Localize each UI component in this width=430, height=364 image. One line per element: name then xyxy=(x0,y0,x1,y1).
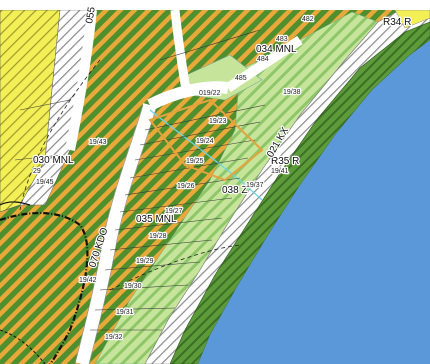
parcel-label-19-45[interactable]: 19/45 xyxy=(35,178,55,187)
parcel-label-19-26[interactable]: 19/26 xyxy=(176,182,196,191)
parcel-label-19-27[interactable]: 19/27 xyxy=(164,207,184,216)
map-top-margin xyxy=(0,0,430,10)
parcel-label-19-43[interactable]: 19/43 xyxy=(88,138,108,147)
parcel-label-19-42[interactable]: 19/42 xyxy=(78,276,98,285)
parcel-outline-highlight xyxy=(148,98,264,182)
road-label-055[interactable]: 055 xyxy=(83,5,99,26)
parcel-label-29[interactable]: 29 xyxy=(32,167,42,176)
zone-boundary-dashed-south xyxy=(109,244,241,291)
zone-boundary-dashed-west xyxy=(19,59,101,211)
parcel-label-19-37[interactable]: 19/37 xyxy=(245,181,265,190)
parcel-label-19-32[interactable]: 19/32 xyxy=(104,333,124,342)
boundary-west-stub xyxy=(0,201,31,206)
zone-label-038[interactable]: 038 Z xyxy=(221,184,249,197)
road-north xyxy=(170,9,191,91)
parcel-label-485[interactable]: 485 xyxy=(234,74,248,83)
water-pipeline-line xyxy=(149,109,263,201)
lake-water xyxy=(198,40,430,364)
parcel-label-483[interactable]: 483 xyxy=(275,35,289,44)
parcel-label-19-29[interactable]: 19/29 xyxy=(135,257,155,266)
zone-label-034[interactable]: 034 MNL xyxy=(255,43,298,56)
road-070-edge-west xyxy=(74,104,144,364)
parcel-label-19-23[interactable]: 19/23 xyxy=(208,117,228,126)
road-branch-north xyxy=(147,81,229,111)
parcel-label-19-31[interactable]: 19/31 xyxy=(115,308,135,317)
parcel-label-19-28[interactable]: 19/28 xyxy=(148,232,168,241)
forest-southwest xyxy=(0,205,70,364)
parcel-label-19-41[interactable]: 19/41 xyxy=(270,167,290,176)
zone-label-035[interactable]: 035 MNL xyxy=(135,213,178,226)
parcel-label-19-38[interactable]: 19/38 xyxy=(282,88,302,97)
cadastral-boundary xyxy=(0,212,89,364)
road-070-edge-east xyxy=(88,104,158,364)
boundary-southwest xyxy=(0,329,46,364)
road-070-kdo xyxy=(75,103,157,364)
zone-label-r35[interactable]: R35 R xyxy=(270,155,301,168)
parcel-label-484[interactable]: 484 xyxy=(256,55,270,64)
parcel-boundaries xyxy=(14,29,266,331)
zone-label-r34[interactable]: R34 R xyxy=(382,16,413,29)
parcel-label-482[interactable]: 482 xyxy=(301,15,315,24)
parcel-label-019-22[interactable]: 019/22 xyxy=(198,89,222,98)
zone-label-030[interactable]: 030 MNL xyxy=(32,154,75,167)
parcel-label-19-30[interactable]: 19/30 xyxy=(123,282,143,291)
parcel-label-19-25[interactable]: 19/25 xyxy=(185,157,205,166)
road-055 xyxy=(65,9,97,151)
parcel-label-19-24[interactable]: 19/24 xyxy=(195,137,215,146)
road-northeast xyxy=(225,35,303,93)
